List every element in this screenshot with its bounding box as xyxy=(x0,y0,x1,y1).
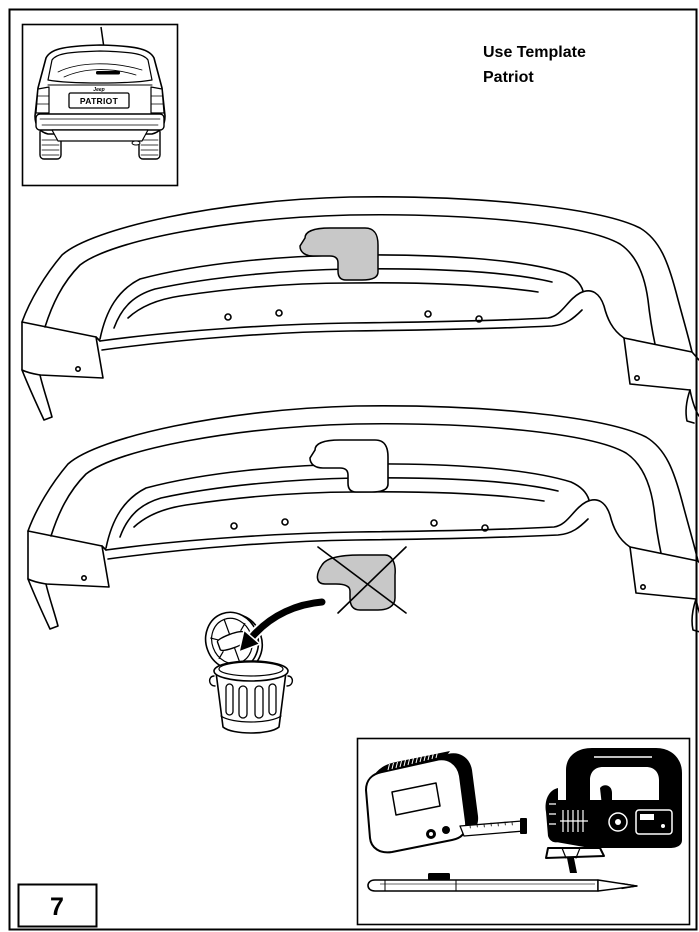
removed-piece xyxy=(316,546,407,614)
vehicle-badge: Jeep xyxy=(93,87,104,93)
page-frame xyxy=(8,8,698,931)
removed-template-piece xyxy=(316,554,396,611)
bumper-with-template xyxy=(21,195,699,424)
heading-line-1: Use Template xyxy=(483,44,586,61)
jeep-patriot-rear-icon: Jeep PATRIOT xyxy=(34,26,166,160)
step-number: 7 xyxy=(50,893,64,921)
curved-arrow-icon xyxy=(238,596,328,653)
marker-icon xyxy=(367,873,638,892)
vehicle-inset: Jeep PATRIOT xyxy=(21,23,179,187)
tools-panel xyxy=(356,737,691,926)
trash-can-icon xyxy=(204,611,294,734)
jigsaw-icon xyxy=(545,748,682,873)
cross-out-icon xyxy=(317,546,407,614)
step-number-border xyxy=(17,883,98,928)
license-plate xyxy=(68,92,130,109)
template-piece-grey xyxy=(299,227,379,281)
trash-bin xyxy=(208,660,294,734)
heading-line-2: Patriot xyxy=(483,69,534,86)
step-number-box: 7 xyxy=(17,883,98,928)
cut-out-outline xyxy=(309,439,389,493)
tape-measure-icon xyxy=(365,751,527,854)
license-plate-text: PATRIOT xyxy=(80,96,119,106)
